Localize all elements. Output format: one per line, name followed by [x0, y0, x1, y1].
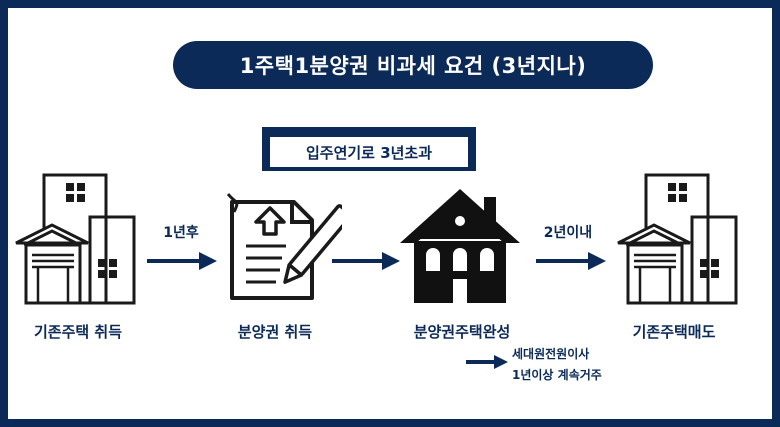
stage-label-4: 기존주택매도 [632, 323, 716, 341]
arrow-icon [466, 355, 508, 369]
stage-label-1: 기존주택 취득 [33, 323, 123, 341]
contract-document-icon [226, 193, 342, 300]
arrow-icon [147, 252, 217, 270]
arrow-icon [536, 252, 606, 270]
note-line-2: 1년이상 계속거주 [512, 368, 602, 382]
arrow-label-3: 2년이내 [543, 225, 593, 241]
arrow-icon [332, 252, 400, 270]
sub-condition-label: 입주연기로 3년초과 [270, 137, 468, 167]
arrow-label-1: 1년후 [163, 225, 199, 241]
building-icon [15, 173, 136, 305]
stage-label-2: 분양권 취득 [237, 323, 313, 341]
building-icon [617, 173, 738, 305]
house-icon [400, 189, 520, 303]
note-line-1: 세대원전원이사 [512, 347, 590, 361]
title-banner: 1주택1분양권 비과세 요건 (3년지나) [173, 41, 653, 89]
stage-label-3: 분양권주택완성 [413, 323, 511, 341]
